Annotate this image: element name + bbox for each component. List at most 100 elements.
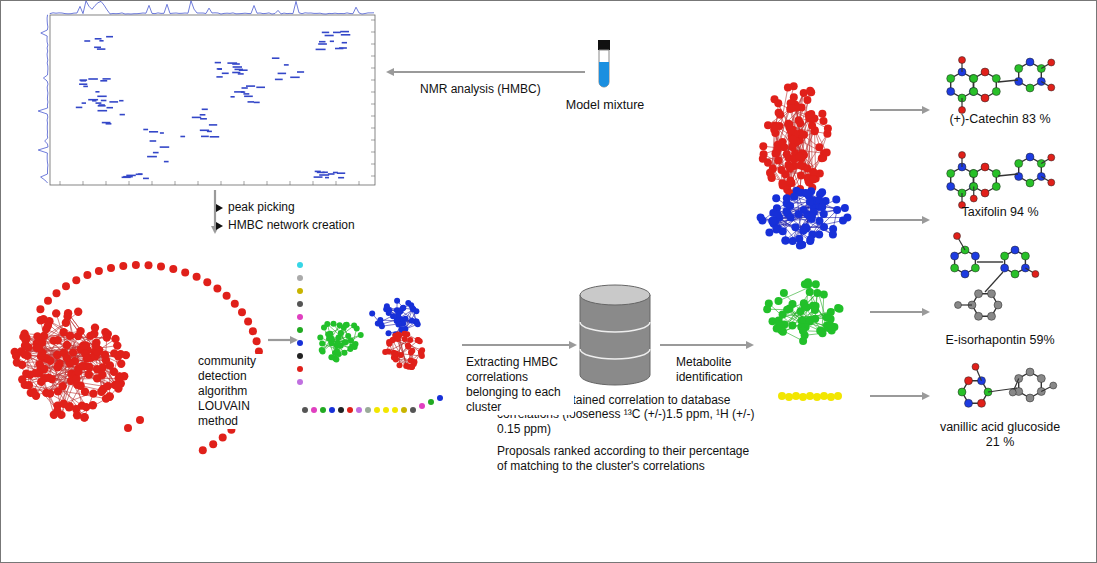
1d-trace — [38, 15, 48, 183]
step-label: Extracting HMBC correlations belonging t… — [466, 355, 574, 415]
bullet — [216, 222, 223, 230]
network-node — [820, 290, 828, 298]
network-node — [86, 332, 94, 340]
network-node — [782, 237, 790, 245]
cross-peak — [272, 57, 280, 59]
atom — [965, 377, 973, 385]
cross-peak — [95, 38, 102, 40]
network-node — [779, 138, 787, 146]
axis-tick — [336, 181, 337, 185]
cross-peak — [150, 140, 157, 142]
atom — [969, 88, 977, 96]
database-body — [580, 295, 650, 385]
network-node — [394, 298, 400, 304]
network-node — [113, 382, 121, 390]
atom — [975, 312, 983, 320]
network-node — [52, 309, 60, 317]
database-ring — [580, 322, 650, 359]
network-node — [811, 306, 819, 314]
network-node — [806, 316, 814, 324]
atom — [969, 170, 977, 178]
network-node — [297, 379, 303, 385]
network-node — [775, 297, 783, 305]
network-node — [356, 407, 362, 413]
network-node — [92, 341, 100, 349]
network-node — [757, 214, 765, 222]
network-node — [369, 311, 375, 317]
step-label: NMR analysis (HMBC) — [420, 82, 541, 97]
bond — [977, 261, 1003, 262]
cross-peak — [119, 100, 123, 102]
atom — [1026, 58, 1034, 66]
network-node — [769, 217, 777, 225]
atom — [981, 68, 989, 76]
atom — [1021, 252, 1029, 260]
cross-peak — [256, 87, 265, 89]
axis-tick — [371, 140, 375, 141]
network-node — [297, 288, 303, 294]
network-node — [69, 348, 77, 356]
atom — [970, 170, 978, 178]
step-label: peak picking — [228, 200, 295, 215]
network-node — [766, 169, 774, 177]
1d-trace — [50, 1, 374, 14]
cross-peak — [106, 36, 113, 38]
flow-arrow — [870, 109, 928, 111]
network-node — [60, 400, 68, 408]
cross-peak — [143, 129, 148, 131]
network-edge — [776, 198, 833, 234]
cross-peak — [340, 31, 349, 33]
cross-peak — [95, 91, 99, 93]
atom — [1048, 84, 1055, 91]
network-node — [786, 202, 794, 210]
network-node — [395, 312, 401, 318]
network-node — [73, 411, 81, 419]
network-node — [98, 371, 106, 379]
cross-peak — [341, 34, 351, 36]
atom — [955, 302, 962, 309]
cross-peak — [153, 152, 159, 154]
network-node — [244, 318, 252, 326]
network-node — [74, 308, 82, 316]
network-node — [119, 262, 127, 270]
network-node — [331, 321, 337, 327]
cross-peak — [319, 174, 329, 176]
network-node — [107, 264, 115, 272]
flow-arrow — [462, 344, 575, 346]
network-node — [297, 353, 303, 359]
network-node — [385, 348, 391, 354]
network-node — [409, 318, 415, 324]
axis-tick — [371, 32, 375, 33]
cross-peak — [234, 91, 244, 93]
network-node — [778, 179, 786, 187]
cross-peak — [248, 101, 255, 103]
cross-peak — [278, 73, 287, 75]
axis-tick — [371, 20, 375, 21]
network-node — [231, 300, 239, 308]
axis-tick — [106, 181, 107, 185]
network-node — [102, 394, 110, 402]
atom — [951, 264, 959, 272]
axis-tick — [371, 176, 375, 177]
cross-peak — [94, 46, 101, 48]
network-node — [786, 177, 794, 185]
network-node — [418, 349, 424, 355]
network-node — [320, 407, 326, 413]
network-node — [829, 231, 837, 239]
cross-peak — [275, 79, 283, 81]
cross-peak — [99, 40, 103, 42]
network-node — [374, 407, 380, 413]
network-node — [806, 288, 814, 296]
network-node — [415, 321, 421, 327]
network-node — [799, 227, 807, 235]
network-node — [820, 117, 828, 125]
network-node — [417, 338, 423, 344]
axis-tick — [371, 68, 375, 69]
cross-peak — [209, 124, 217, 126]
network-node — [124, 424, 132, 432]
network-node — [759, 155, 767, 163]
network-node — [63, 312, 71, 320]
network-node — [66, 332, 74, 340]
network-node — [789, 300, 797, 308]
atom — [971, 252, 979, 260]
